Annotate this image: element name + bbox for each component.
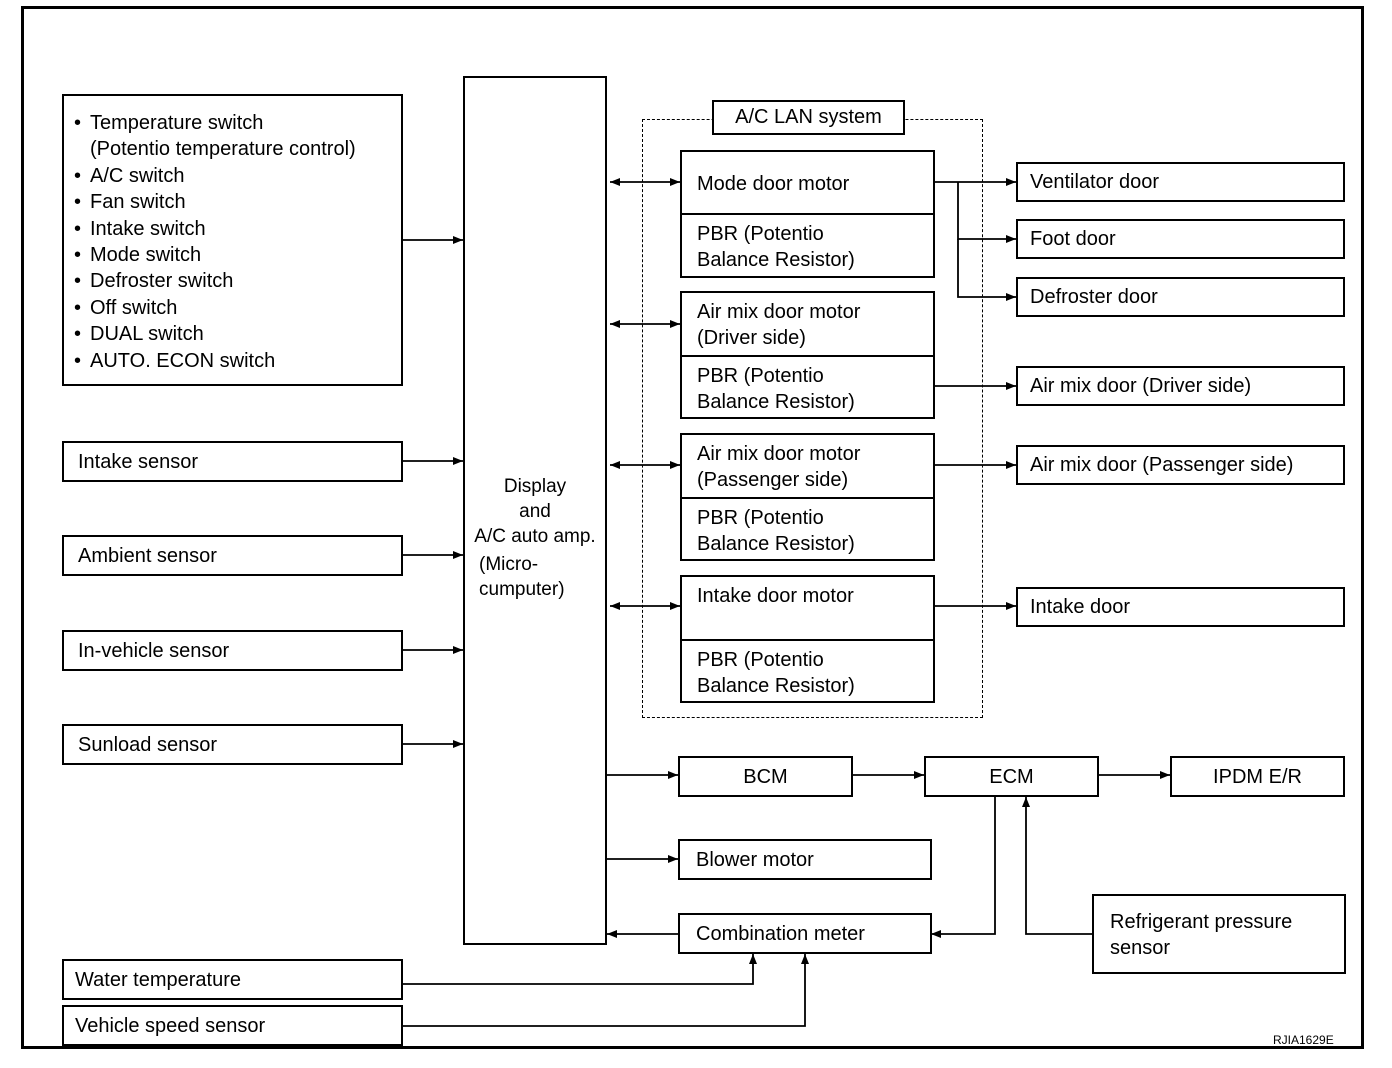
mode-door-motor-block: Mode door motor PBR (Potentio Balance Re… [680,150,935,278]
defroster-door-label: Defroster door [1030,286,1158,308]
pbr-line2: Balance Resistor) [697,249,855,271]
ambient-sensor-label: Ambient sensor [78,544,217,567]
refrigerant-line2: sensor [1110,937,1171,959]
blower-motor-label: Blower motor [696,848,814,871]
airmix-door-driver-label: Air mix door (Driver side) [1030,375,1252,397]
refrigerant-line1: Refrigerant pressure [1110,911,1293,933]
airmix-passenger-motor-label: Air mix door motor (Passenger side) [682,435,933,499]
foot-door-label: Foot door [1030,228,1116,250]
pbr-line2: Balance Resistor) [697,675,855,697]
diagram-frame [21,6,1364,1049]
amp-label-line3: A/C auto amp. [474,526,596,547]
combination-meter-box: Combination meter [678,913,932,954]
in-vehicle-sensor-box: In-vehicle sensor [62,630,403,671]
refrigerant-pressure-sensor-box: Refrigerant pressure sensor [1092,894,1346,974]
ventilator-door-label: Ventilator door [1030,171,1159,193]
blower-motor-box: Blower motor [678,839,932,880]
pbr-line1: PBR (Potentio [697,649,824,671]
switch-list-item: Fan switch [74,189,401,215]
pbr-line2: Balance Resistor) [697,533,855,555]
intake-sensor-label: Intake sensor [78,450,199,473]
ac-auto-amp-box: Display and A/C auto amp. (Micro- cumput… [463,76,607,945]
ventilator-door-box: Ventilator door [1016,162,1345,202]
sunload-sensor-label: Sunload sensor [78,733,217,756]
defroster-door-box: Defroster door [1016,277,1345,317]
ambient-sensor-box: Ambient sensor [62,535,403,576]
ac-lan-system-title: A/C LAN system [712,100,905,135]
in-vehicle-sensor-label: In-vehicle sensor [78,639,230,662]
ecm-label: ECM [989,765,1034,788]
airmix-door-passenger-label: Air mix door (Passenger side) [1030,454,1294,476]
water-temperature-label: Water temperature [75,968,241,991]
switch-list-item: AUTO. ECON switch [74,348,401,374]
sunload-sensor-box: Sunload sensor [62,724,403,765]
airmix-driver-motor-label: Air mix door motor (Driver side) [682,293,933,357]
airmix-driver-motor-block: Air mix door motor (Driver side) PBR (Po… [680,291,935,419]
pbr-line1: PBR (Potentio [697,365,824,387]
wire-speed-to-meter [403,954,809,1027]
airmix-driver-line2: (Driver side) [697,327,806,349]
switch-list: Temperature switch(Potentio temperature … [74,110,401,374]
switch-list-item: A/C switch [74,163,401,189]
airmix-passenger-pbr-label: PBR (Potentio Balance Resistor) [682,499,933,557]
vehicle-speed-sensor-label: Vehicle speed sensor [75,1014,266,1037]
pbr-line2: Balance Resistor) [697,391,855,413]
wire-ecm-to-meter [931,797,996,938]
airmix-driver-line1: Air mix door motor [697,301,861,323]
water-temperature-box: Water temperature [62,959,403,1000]
intake-sensor-box: Intake sensor [62,441,403,482]
refrigerant-pressure-sensor-label: Refrigerant pressure sensor [1094,896,1344,961]
switch-list-item: Intake switch [74,216,401,242]
pbr-line1: PBR (Potentio [697,223,824,245]
airmix-passenger-line2: (Passenger side) [697,469,849,491]
switch-list-item: Off switch [74,295,401,321]
bcm-box: BCM [678,756,853,797]
airmix-passenger-line1: Air mix door motor [697,443,861,465]
intake-door-label: Intake door [1030,596,1131,618]
amp-label-line1: Display [503,476,567,497]
amp-label-line2: and [519,501,551,522]
mode-door-motor-label: Mode door motor [682,152,933,215]
intake-door-motor-block: Intake door motor PBR (Potentio Balance … [680,575,935,703]
airmix-passenger-motor-block: Air mix door motor (Passenger side) PBR … [680,433,935,561]
vehicle-speed-sensor-box: Vehicle speed sensor [62,1005,403,1046]
bcm-label: BCM [743,765,788,788]
ipdm-label: IPDM E/R [1213,765,1302,788]
intake-door-box: Intake door [1016,587,1345,627]
switch-list-item: Temperature switch [74,110,401,136]
intake-pbr-label: PBR (Potentio Balance Resistor) [682,641,933,699]
airmix-door-driver-box: Air mix door (Driver side) [1016,366,1345,406]
switch-list-item: (Potentio temperature control) [90,138,356,161]
switch-list-item: Mode switch [74,242,401,268]
airmix-driver-pbr-label: PBR (Potentio Balance Resistor) [682,357,933,415]
amp-label-line5: cumputer) [479,579,565,600]
switch-list-item: Defroster switch [74,268,401,294]
mode-pbr-label: PBR (Potentio Balance Resistor) [682,215,933,273]
switch-list-box: Temperature switch(Potentio temperature … [62,94,403,386]
intake-door-motor-label: Intake door motor [682,577,933,641]
figure-code: RJIA1629E [1273,1033,1334,1047]
ipdm-box: IPDM E/R [1170,756,1345,797]
airmix-door-passenger-box: Air mix door (Passenger side) [1016,445,1345,485]
pbr-line1: PBR (Potentio [697,507,824,529]
amp-label-line4: (Micro- [479,554,539,575]
foot-door-box: Foot door [1016,219,1345,259]
switch-list-item: DUAL switch [74,321,401,347]
wire-refrigerant-to-ecm [1022,797,1092,935]
wire-mode-to-defroster [957,239,1016,301]
wire-water-temp-to-meter [403,954,757,985]
combination-meter-label: Combination meter [696,922,865,945]
ecm-box: ECM [924,756,1099,797]
